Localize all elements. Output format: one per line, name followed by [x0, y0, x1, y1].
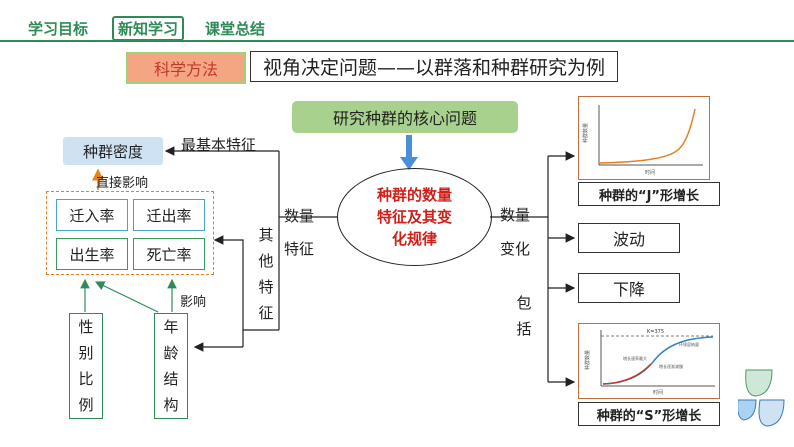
- population-density-box: 种群密度: [63, 137, 163, 165]
- j-curve-line: [598, 108, 696, 164]
- s-chart-xlabel: 时间: [653, 389, 663, 396]
- central-topic-line: 特征及其变: [376, 208, 452, 226]
- age-structure-box: 年 龄 结 构: [154, 313, 188, 419]
- method-label: 科学方法: [126, 52, 246, 84]
- s-note-capacity: 环境容纳量: [679, 341, 699, 347]
- include-char: 包: [516, 294, 532, 312]
- other-features-char: 他: [258, 252, 274, 270]
- s-curve-chart: K=375 环境容纳量 增长速率最大 增长逐渐减慢 种群数量 时间: [578, 323, 720, 399]
- include-char: 括: [516, 320, 532, 338]
- j-curve-chart: 种群数量 时间: [578, 96, 710, 180]
- j-chart-xlabel: 时间: [645, 169, 655, 176]
- k-label: K=375: [647, 329, 664, 335]
- other-features-char: 其: [258, 226, 274, 244]
- quantity-right-label: 数量: [500, 206, 531, 224]
- basic-feature-label: 最基本特征: [181, 136, 257, 154]
- j-chart-ylabel: 种群数量: [582, 123, 589, 143]
- sex-ratio-char: 比: [78, 370, 94, 388]
- age-structure-char: 龄: [163, 344, 179, 362]
- age-structure-char: 构: [163, 396, 179, 414]
- death-rate-box: 死亡率: [133, 238, 205, 270]
- central-topic-line: 种群的数量: [376, 186, 452, 204]
- j-curve-plot: 种群数量 时间: [582, 105, 703, 176]
- s-curve-caption: 种群的“S”形增长: [578, 402, 720, 426]
- feature-left-label: 特征: [284, 240, 315, 258]
- s-note-slowing: 增长逐渐减慢: [659, 363, 683, 369]
- other-features-char: 征: [258, 304, 274, 322]
- effect-label: 影响: [180, 295, 207, 310]
- birth-rate-box: 出生率: [56, 238, 128, 270]
- leaf-decoration: [738, 369, 785, 427]
- nav-item-objectives[interactable]: 学习目标: [28, 20, 89, 38]
- core-question-box: 研究种群的核心问题: [292, 101, 518, 133]
- theme-title: 视角决定问题——以群落和种群研究为例: [250, 51, 618, 82]
- j-curve-caption: 种群的“J”形增长: [578, 182, 720, 206]
- sex-ratio-char: 性: [78, 318, 94, 336]
- direct-effect-label: 直接影响: [96, 176, 149, 191]
- nav-item-summary[interactable]: 课堂总结: [205, 20, 266, 38]
- age-structure-char: 结: [163, 370, 179, 388]
- nav-divider: [0, 40, 794, 42]
- central-topic: 种群的数量 特征及其变 化规律: [337, 168, 492, 266]
- other-features-label: 其 他 特 征: [256, 222, 276, 326]
- age-structure-char: 年: [163, 318, 179, 336]
- sex-ratio-box: 性 别 比 例: [69, 313, 103, 419]
- emigration-rate-box: 迁出率: [133, 199, 205, 231]
- s-curve-plot: K=375 环境容纳量 增长速率最大 增长逐渐减慢 种群数量 时间: [584, 329, 715, 396]
- quantity-left-label: 数量: [284, 207, 315, 225]
- fluctuation-box: 波动: [578, 223, 680, 253]
- include-label: 包 括: [514, 290, 534, 342]
- s-curve-early: [602, 363, 652, 385]
- sex-ratio-char: 别: [78, 344, 94, 362]
- decline-box: 下降: [578, 273, 680, 303]
- change-label: 变化: [500, 240, 531, 258]
- sex-ratio-char: 例: [78, 396, 94, 414]
- other-features-char: 特: [258, 278, 274, 296]
- s-chart-ylabel: 种群数量: [584, 350, 591, 370]
- rates-group: [46, 191, 214, 275]
- central-topic-line: 化规律: [391, 230, 437, 248]
- immigration-rate-box: 迁入率: [56, 199, 128, 231]
- s-note-max-rate: 增长速率最大: [623, 355, 647, 361]
